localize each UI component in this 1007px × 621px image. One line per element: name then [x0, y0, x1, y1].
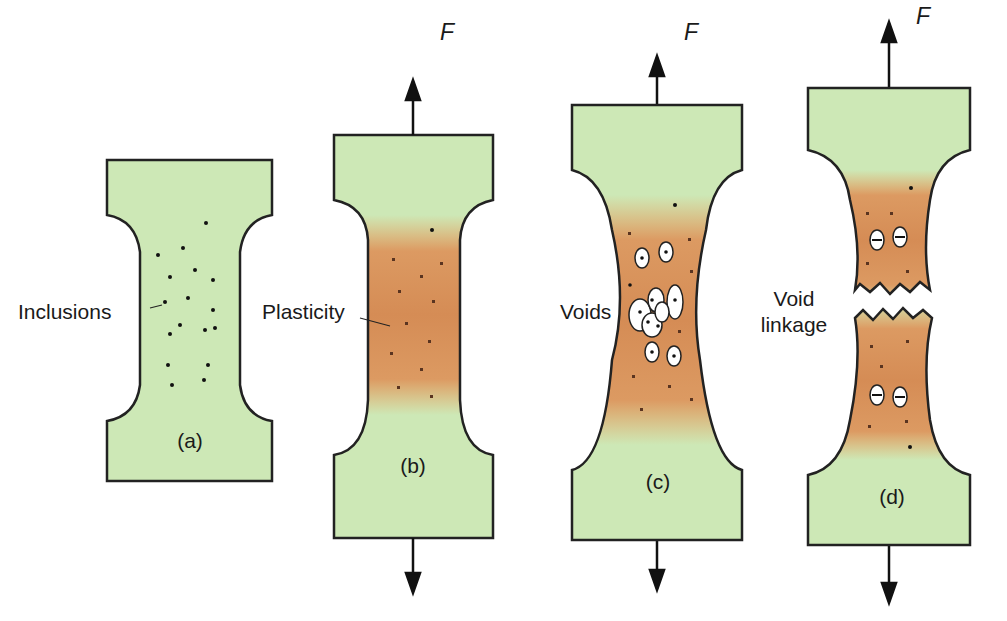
panel-label: (b) — [400, 453, 426, 479]
panel-label: (a) — [177, 428, 203, 454]
panel-label: (d) — [879, 484, 905, 510]
inclusion-dots — [156, 221, 217, 387]
callout-label: Inclusions — [18, 299, 111, 325]
callout-label: Voids — [560, 299, 611, 325]
callout-label: Void linkage — [752, 286, 836, 339]
specimen-d — [805, 88, 975, 545]
callout-label: Plasticity — [262, 299, 345, 325]
specimen-a — [107, 160, 272, 481]
force-label: F — [440, 18, 454, 47]
force-label: F — [684, 18, 698, 47]
panel-label: (c) — [646, 469, 671, 495]
voids — [629, 242, 683, 366]
force-label: F — [916, 2, 930, 31]
